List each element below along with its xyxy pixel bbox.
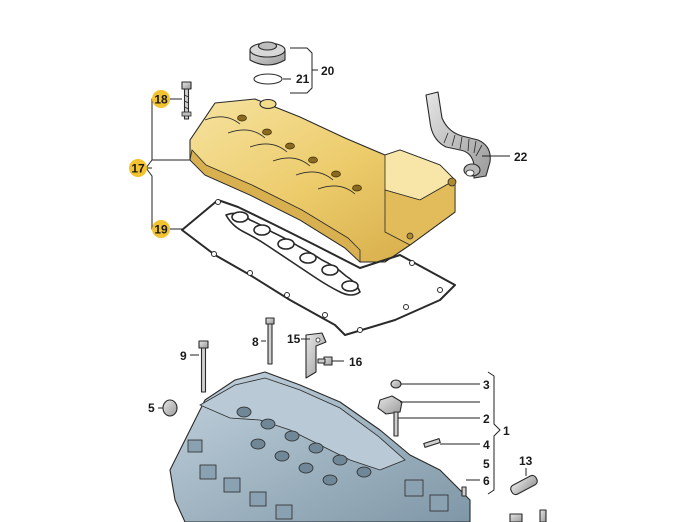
callout-13[interactable]: 13: [519, 454, 533, 468]
stud-bolt-8: [265, 317, 275, 365]
callout-5-right[interactable]: 5: [483, 457, 490, 471]
stud-bolt-9: [198, 340, 209, 393]
callout-15[interactable]: 15: [287, 332, 301, 346]
plug-5: [162, 399, 178, 417]
callout-19: 19: [154, 223, 168, 237]
cap-seal-ring: [253, 73, 283, 85]
cover-bolt: [181, 81, 192, 120]
cylinder-head: [169, 371, 471, 522]
callout-17: 17: [131, 162, 145, 176]
pin-4: [423, 438, 441, 448]
callout-8[interactable]: 8: [252, 335, 259, 349]
gasket-bolt-points: [211, 199, 443, 333]
callout-22[interactable]: 22: [514, 150, 528, 164]
badge-19[interactable]: 19: [152, 220, 170, 238]
cylinder-head-cover: [189, 98, 457, 263]
bracket-15: [305, 332, 327, 379]
callout-9[interactable]: 9: [180, 349, 187, 363]
pin-6: [461, 486, 467, 497]
fitting-corner: [509, 509, 547, 522]
callout-3[interactable]: 3: [483, 378, 490, 392]
nut-3: [390, 379, 402, 389]
cover-bolt-holes: [237, 114, 362, 192]
sleeve-13: [510, 474, 538, 496]
bolt-16: [317, 356, 333, 366]
gasket-rings: [231, 211, 359, 292]
callout-21[interactable]: 21: [296, 72, 310, 86]
badge-17[interactable]: 17: [129, 159, 147, 177]
valve-seats: [236, 406, 372, 486]
callout-1[interactable]: 1: [503, 424, 510, 438]
clamp-2: [377, 395, 403, 437]
oil-filler-cap: [249, 41, 286, 66]
badge-18[interactable]: 18: [152, 90, 170, 108]
callout-20[interactable]: 20: [321, 64, 335, 78]
leader-lines: [145, 47, 527, 495]
callout-16[interactable]: 16: [349, 355, 363, 369]
callout-6[interactable]: 6: [483, 474, 490, 488]
callout-4[interactable]: 4: [483, 438, 490, 452]
callout-2[interactable]: 2: [483, 412, 490, 426]
callout-18: 18: [154, 93, 168, 107]
breather-hose: [425, 91, 491, 179]
callout-5-left[interactable]: 5: [148, 401, 155, 415]
cover-gasket: [181, 199, 456, 336]
